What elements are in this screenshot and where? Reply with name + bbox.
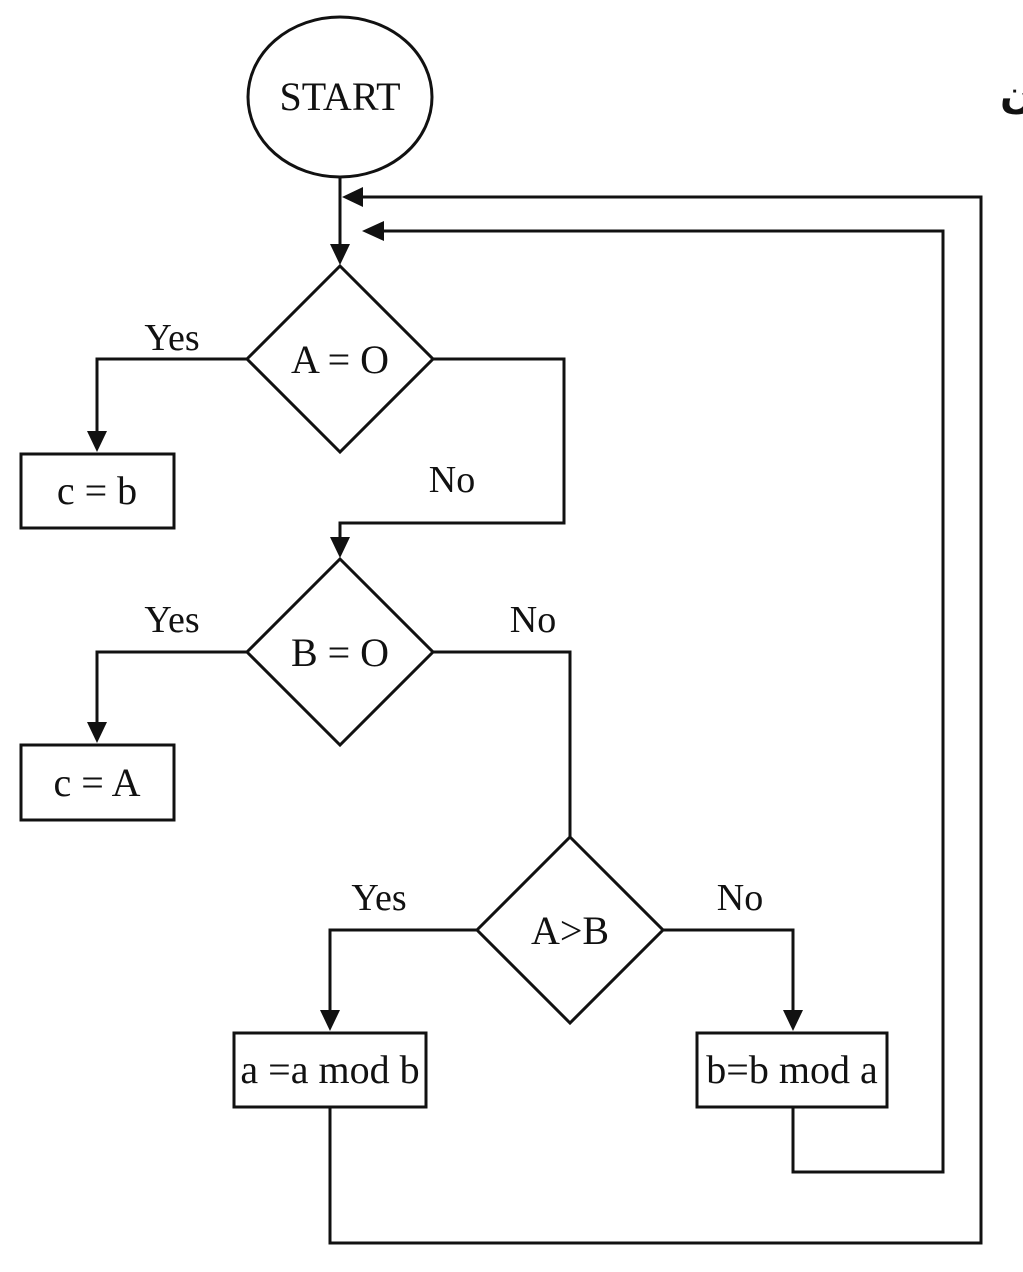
edge-label-a-gt-b-yes: Yes: [351, 877, 406, 919]
arrowhead-b-mod: [783, 1010, 803, 1031]
process-c-equals-a: [19, 743, 176, 822]
edge-label-a-zero-yes: Yes: [144, 317, 199, 359]
decision-b-zero-label: B = O: [291, 630, 389, 675]
process-a-mod-b-label: a =a mod b: [240, 1047, 419, 1092]
decision-a-zero: [244, 263, 436, 455]
edge-a-gt-b-no: [663, 928, 795, 1011]
edge-b-zero-no: [433, 650, 572, 837]
edge-label-a-gt-b-no: No: [717, 877, 763, 919]
figure-title: الشكل (٢) مثال لمخطط جريان: [1000, 72, 1023, 118]
arrowhead-loop-b-mod: [362, 221, 384, 241]
decision-a-greater-b: [474, 834, 666, 1026]
edge-label-a-zero-no: No: [429, 459, 475, 501]
process-c-equals-a-label: c = A: [54, 760, 141, 805]
process-c-equals-b: [19, 452, 176, 530]
arrowhead-a-mod: [320, 1010, 340, 1031]
arrowhead-a-zero: [330, 244, 350, 265]
edge-b-zero-yes: [95, 650, 247, 723]
edge-loop-b-mod: [383, 229, 945, 1174]
decision-a-zero-label: A = O: [291, 337, 389, 382]
edge-loop-a-mod: [328, 195, 983, 1245]
edge-label-b-zero-no: No: [510, 599, 556, 641]
arrowhead-b-zero: [330, 537, 350, 558]
arrowhead-c-b: [87, 431, 107, 452]
edge-a-zero-yes: [95, 357, 247, 432]
process-c-equals-b-label: c = b: [57, 468, 137, 513]
process-a-mod-b: [232, 1031, 428, 1109]
start-label: START: [279, 74, 400, 119]
decision-b-zero: [244, 556, 436, 748]
decision-a-greater-b-label: A>B: [531, 908, 609, 953]
arrowhead-loop-a-mod: [342, 187, 363, 207]
edge-a-gt-b-yes: [328, 928, 477, 1011]
edge-a-zero-no: [338, 357, 566, 538]
arrowhead-c-a: [87, 722, 107, 743]
edge-label-b-zero-yes: Yes: [144, 599, 199, 641]
process-b-mod-a-label: b=b mod a: [706, 1047, 878, 1092]
